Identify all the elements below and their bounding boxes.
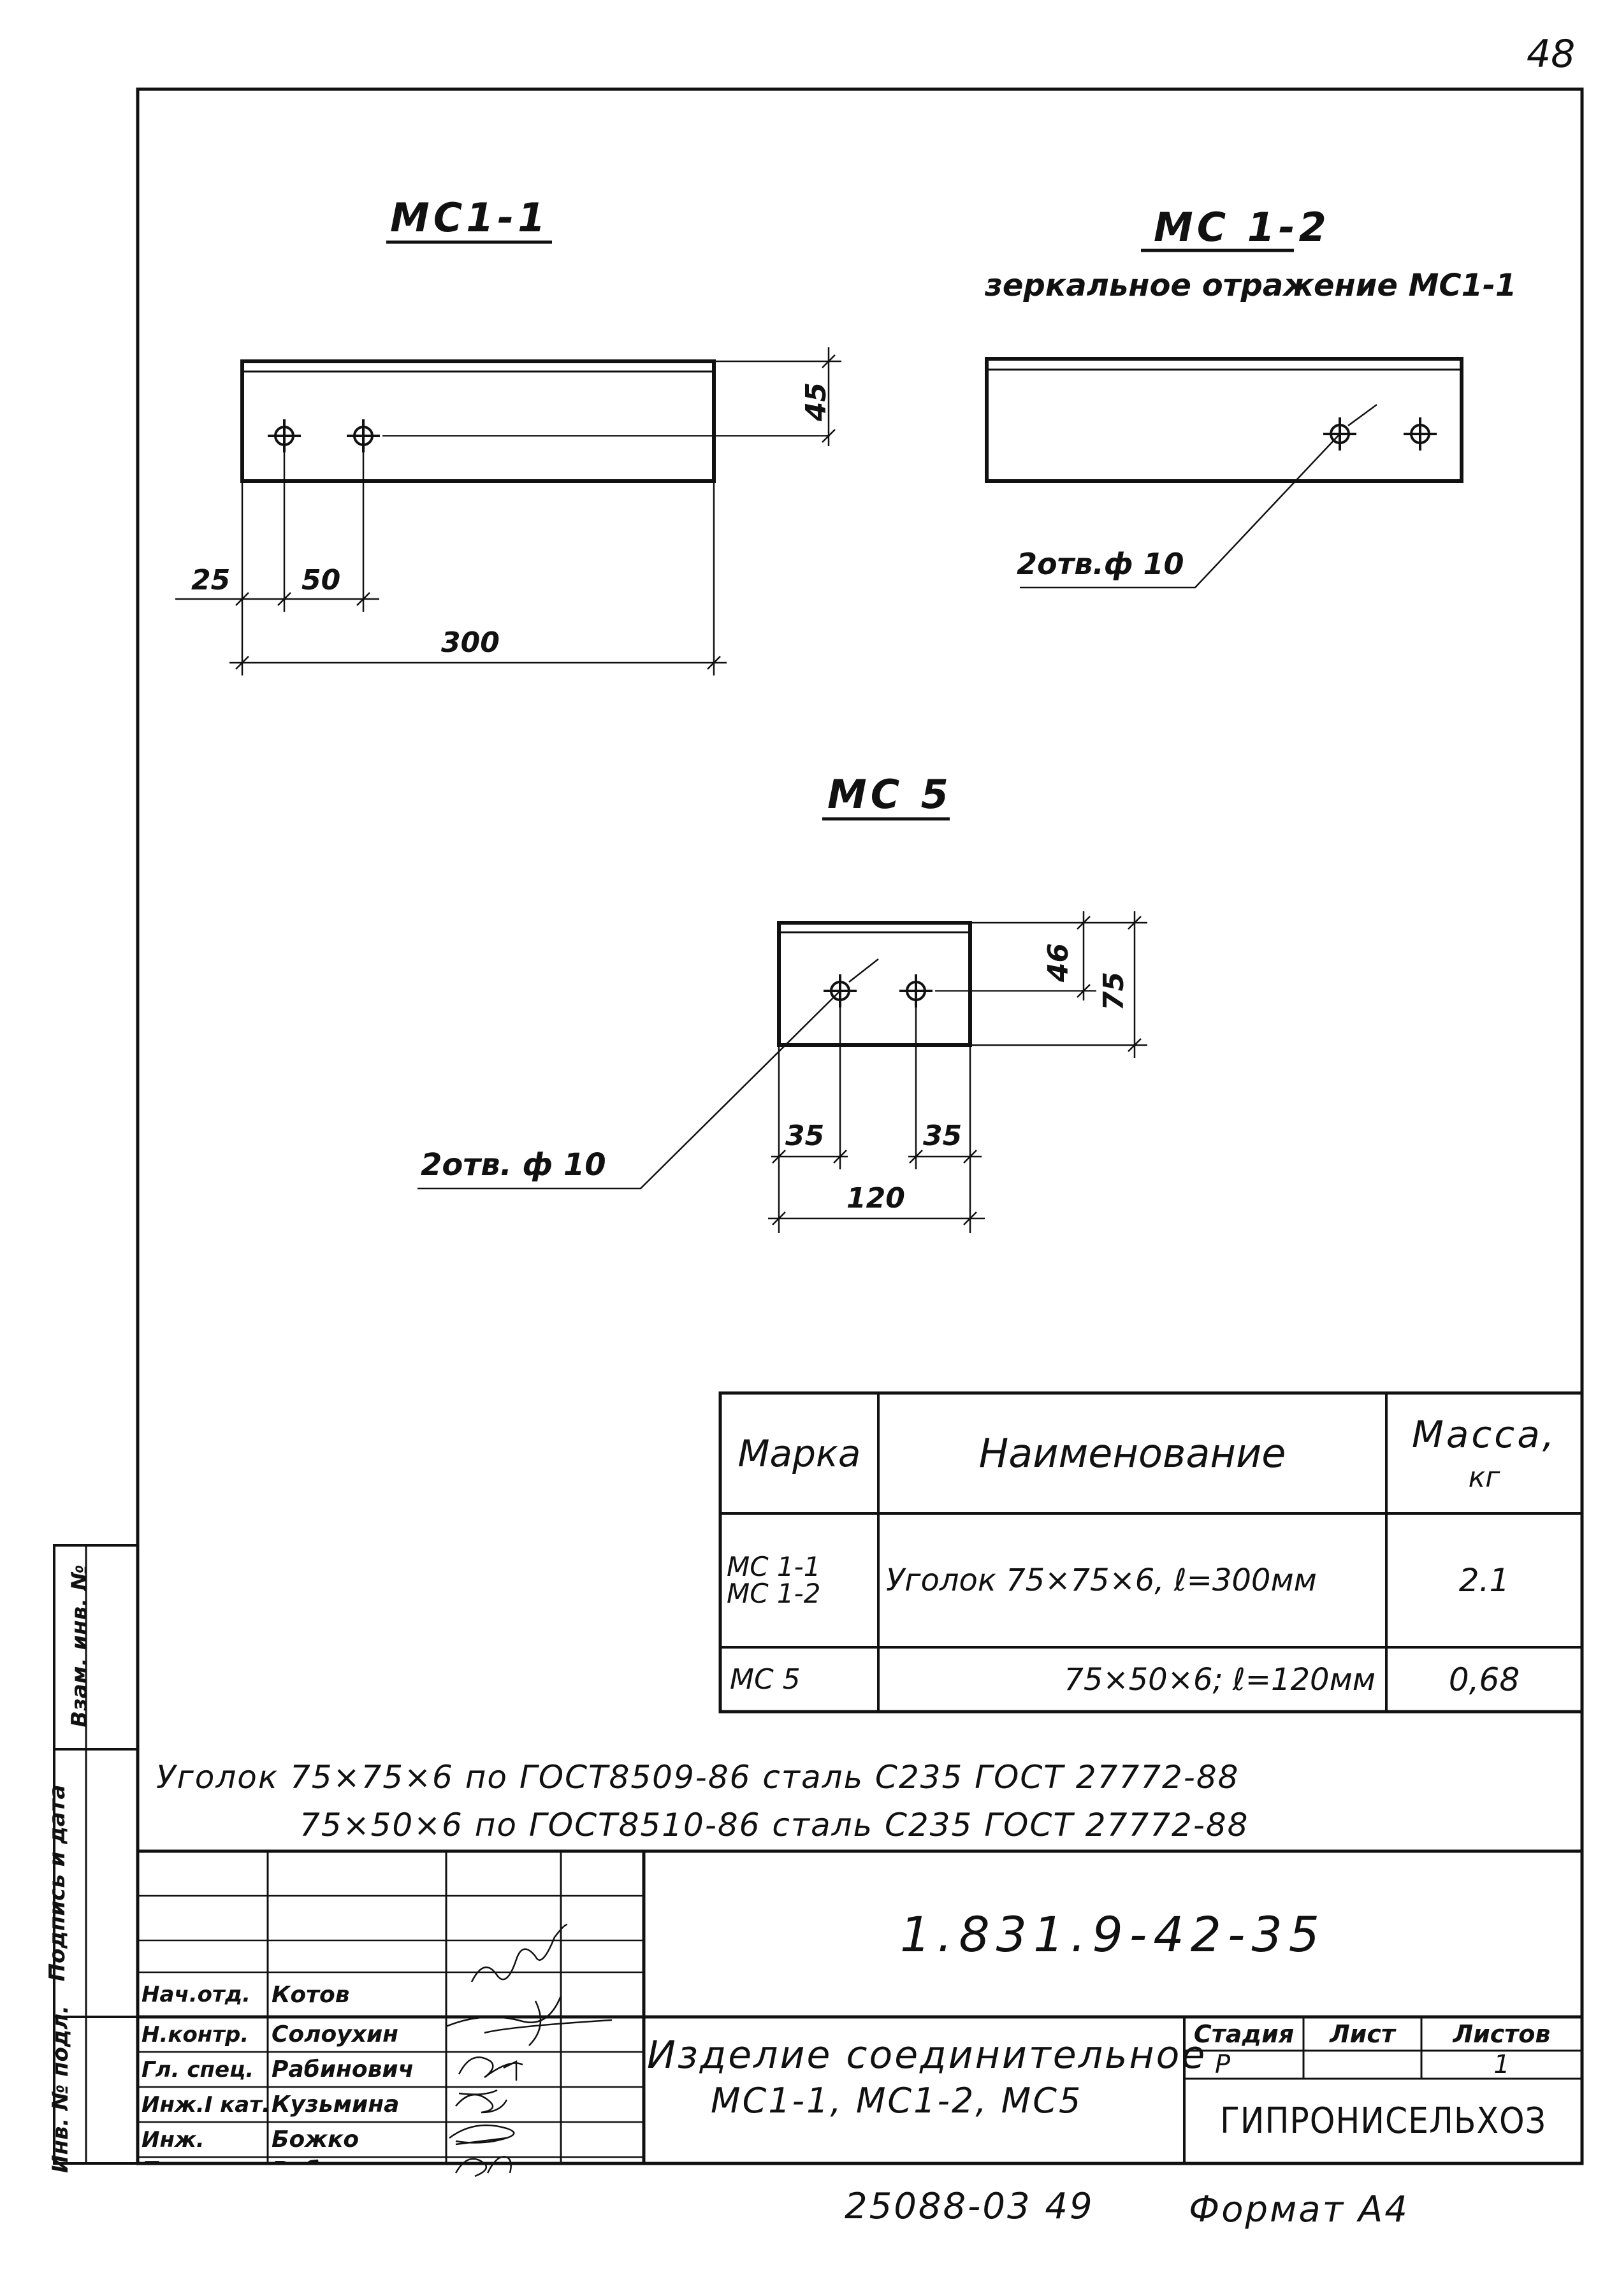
title-block-grid xyxy=(138,1849,1582,2163)
sheets-value: 1 xyxy=(1493,2051,1510,2079)
mc1-1-angle xyxy=(240,359,716,483)
spec-header-mark: Марка xyxy=(737,1431,861,1475)
spec-row-2-name: 75×50×6; ℓ=120мм xyxy=(1064,1661,1376,1698)
mc5-dim-75: 75 xyxy=(1098,971,1131,1011)
spec-header-mass-line2: кг xyxy=(1468,1461,1500,1494)
spec-header-mass-line1: Масса, xyxy=(1411,1413,1557,1457)
archive-number: 25088-03 49 xyxy=(845,2186,1094,2227)
sig-role-4: Инж.I кат. xyxy=(142,2091,268,2118)
mc1-2-subtitle: зеркальное отражение МС1-1 xyxy=(985,268,1517,303)
mc1-1-dim-50: 50 xyxy=(301,564,341,596)
stage-value: Р xyxy=(1214,2051,1231,2079)
mc1-1-title: МС1-1 xyxy=(390,194,549,241)
signature-marks xyxy=(446,1923,613,2177)
spec-row-1-mass: 2.1 xyxy=(1458,1562,1510,1599)
mc5-dim-46: 46 xyxy=(1042,942,1075,983)
spec-row-1-name: Уголок 75×75×6, ℓ=300мм xyxy=(886,1563,1317,1598)
spec-row-2-mass: 0,68 xyxy=(1448,1661,1520,1698)
mc5-dim-35-left: 35 xyxy=(785,1120,825,1152)
sig-name-3: Рабинович xyxy=(272,2056,414,2083)
mc1-2-angle xyxy=(985,357,1463,483)
sheet-value xyxy=(1303,2051,1421,2079)
mc1-1-dim-45: 45 xyxy=(800,382,833,422)
sig-role-5: Инж. xyxy=(142,2126,205,2153)
side-stamp-vzam: Взам. инв. № xyxy=(67,1564,92,1728)
note-line-2: 75×50×6 по ГОСТ8510-86 сталь С235 ГОСТ 2… xyxy=(300,1807,1249,1844)
drawing-frame xyxy=(136,87,1584,2165)
mc5-angle xyxy=(777,921,972,1047)
stage-header: Стадия xyxy=(1193,2019,1295,2048)
spec-header-name: Наименование xyxy=(978,1430,1286,1477)
mc5-dim-35-right: 35 xyxy=(923,1120,962,1152)
mc5-holes-label: 2отв. ф 10 xyxy=(421,1147,606,1183)
sig-name-2: Солоухин xyxy=(272,2021,399,2047)
note-line-1: Уголок 75×75×6 по ГОСТ8509-86 сталь С235… xyxy=(156,1759,1240,1796)
doc-code: 1.831.9-42-35 xyxy=(899,1905,1326,1963)
mc1-2-holes xyxy=(1323,417,1437,451)
sig-name-4: Кузьмина xyxy=(272,2091,400,2118)
sheet-header: Лист xyxy=(1330,2019,1395,2048)
mc5-dimensions xyxy=(768,911,1147,1233)
spec-header-mass: Масса, кг xyxy=(1386,1393,1582,1513)
mc1-1-dimensions xyxy=(175,347,841,675)
spec-row-1-mark-line2: МС 1-2 xyxy=(727,1578,821,1609)
sig-name-6: Рабинович xyxy=(272,2157,446,2163)
page-number: 48 xyxy=(1527,32,1576,76)
mc1-2-holes-label: 2отв.ф 10 xyxy=(1017,547,1184,581)
organization: ГИПРОНИСЕЛЬХОЗ xyxy=(1220,2100,1546,2142)
format-label: Формат А4 xyxy=(1189,2189,1409,2230)
sig-role-3: Гл. спец. xyxy=(142,2056,254,2083)
sig-name-1: Котов xyxy=(272,1981,350,2008)
spec-row-1-mark: МС 1-1 МС 1-2 xyxy=(727,1513,878,1647)
sig-role-6: Пров. xyxy=(142,2157,268,2163)
mc1-1-holes xyxy=(268,419,829,452)
sig-role-2: Н.контр. xyxy=(142,2021,249,2047)
side-stamp-podpis: Подпись и дата xyxy=(45,1784,70,1982)
side-stamp-frame xyxy=(53,1544,139,2165)
mc5-leader xyxy=(417,990,841,1190)
sheets-header: Листов xyxy=(1453,2019,1551,2048)
side-stamp-inv: Инв. № подл. xyxy=(48,2005,73,2173)
mc1-2-leader xyxy=(1020,433,1340,589)
mc1-1-dim-300: 300 xyxy=(441,626,500,659)
spec-row-1-mark-line1: МС 1-1 xyxy=(727,1551,821,1582)
mc1-1-dim-25: 25 xyxy=(191,564,231,596)
mc5-dim-120: 120 xyxy=(846,1182,905,1215)
sig-name-5: Божко xyxy=(272,2126,359,2153)
product-name-line1: Изделие соединительное xyxy=(647,2033,1207,2077)
spec-table-grid xyxy=(718,1391,1584,1714)
spec-row-2-mark: МС 5 xyxy=(730,1663,801,1696)
mc1-2-title: МС 1-2 xyxy=(1154,204,1330,250)
sig-role-1: Нач.отд. xyxy=(142,1982,251,2007)
mc5-title: МС 5 xyxy=(827,771,952,818)
product-name-line2: МС1-1, МС1-2, МС5 xyxy=(711,2081,1083,2121)
